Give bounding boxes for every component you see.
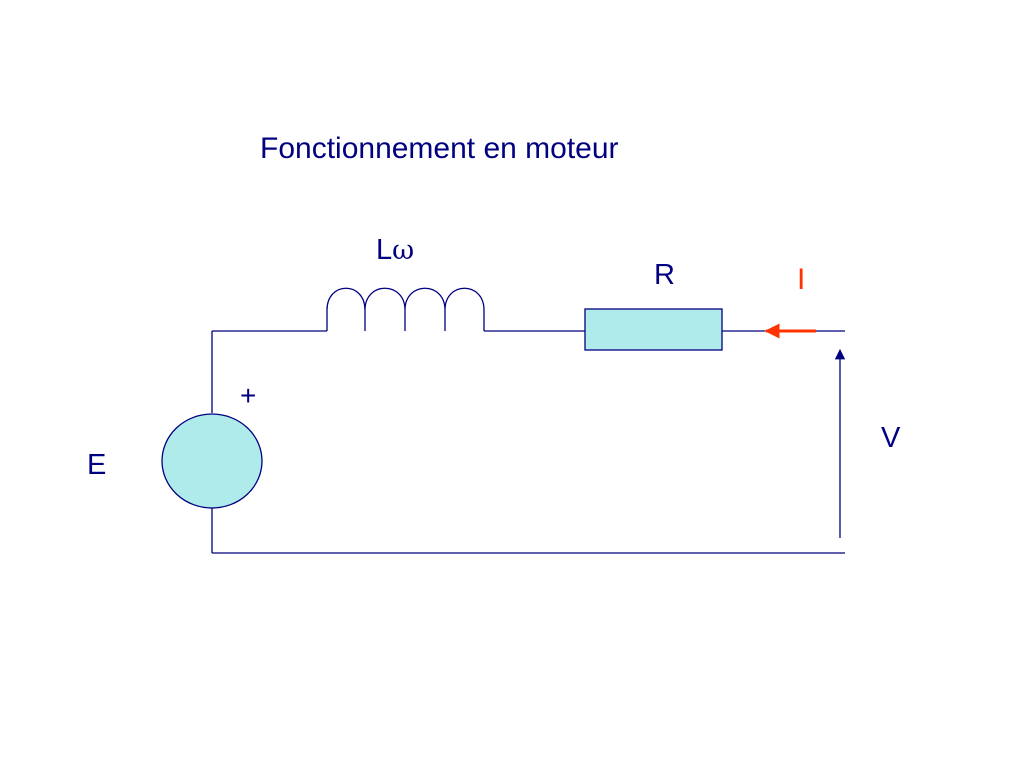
current-label: I bbox=[797, 263, 806, 296]
omega-symbol: ω bbox=[392, 235, 415, 266]
polarity-label: + bbox=[240, 380, 257, 411]
resistor-label: R bbox=[654, 259, 675, 291]
inductor-label: Lω bbox=[376, 234, 415, 266]
inductor-coil bbox=[326, 287, 485, 331]
diagram-title: Fonctionnement en moteur bbox=[260, 132, 619, 165]
resistor-body bbox=[584, 308, 723, 351]
emf-source bbox=[161, 413, 263, 509]
voltage-label: V bbox=[881, 422, 901, 454]
emf-label: E bbox=[87, 449, 107, 481]
